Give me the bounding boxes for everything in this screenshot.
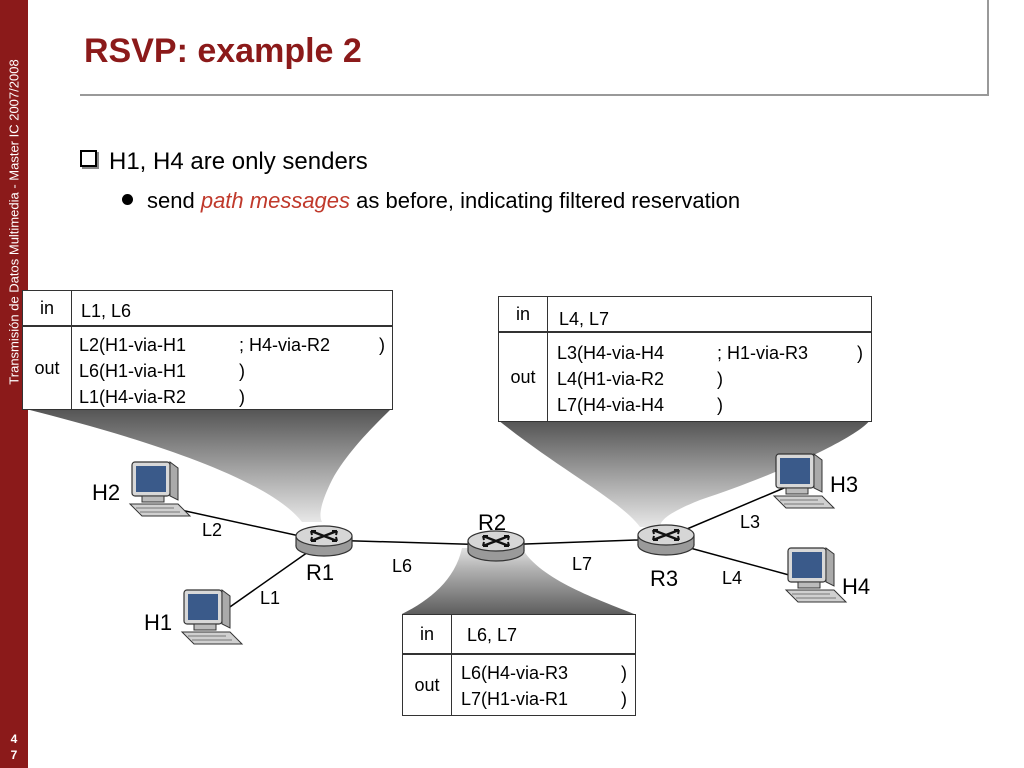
- table-r2-out-label: out: [403, 655, 452, 715]
- table-r2-out-line: ): [621, 689, 627, 709]
- table-r3-in-label: in: [499, 297, 548, 331]
- bullet2-highlight: path messages: [200, 188, 351, 213]
- bullet-senders: H1, H4 are only senders: [80, 148, 368, 176]
- funnel-r2: [402, 548, 634, 614]
- slide-number-digit-1: 4: [10, 732, 18, 746]
- table-r1-out-label: out: [23, 327, 72, 409]
- table-r2-in-value: L6, L7: [467, 625, 518, 645]
- host-h4-label: H4: [842, 574, 871, 599]
- bullet-senders-text: H1, H4 are only senders: [109, 148, 368, 175]
- router-r3-icon: [636, 523, 696, 557]
- dot-bullet-icon: [122, 194, 133, 205]
- router-r1-label: R1: [306, 560, 335, 585]
- table-r3-out-line: L3(H4-via-H4: [557, 343, 665, 363]
- link-l7-label: L7: [572, 554, 593, 574]
- table-r3-out-line: ): [717, 369, 723, 389]
- table-r3-out-line: ): [717, 395, 723, 415]
- table-r3-out-line: L7(H4-via-H4: [557, 395, 665, 415]
- funnel-r1: [22, 408, 392, 522]
- link-l1-label: L1: [260, 588, 281, 608]
- slide-title: RSVP: example 2: [84, 32, 362, 70]
- table-r2-in-row: in L6, L7: [403, 615, 635, 655]
- table-r2-out-row: out L6(H4-via-R3 ) L7(H1-via-R1 ): [403, 655, 635, 715]
- bullet2-post: as before, indicating filtered reservati…: [350, 188, 741, 213]
- table-r1-in-row: in L1, L6: [23, 291, 392, 327]
- router-r1-icon: [294, 524, 354, 558]
- table-r1-in-label: in: [23, 291, 72, 325]
- host-h1-label: H1: [144, 610, 173, 635]
- table-r3-in-row: in L4, L7: [499, 297, 871, 333]
- table-r2-out-line: L7(H1-via-R1: [461, 689, 569, 709]
- table-r3: in L4, L7 out L3(H4-via-H4 ; H1-via-R3 )…: [498, 296, 872, 422]
- table-r1-out-line: ): [239, 387, 245, 407]
- link-l6-label: L6: [392, 556, 413, 576]
- host-h2-icon: [129, 461, 191, 517]
- table-r1-out-row: out L2(H1-via-H1 ; H4-via-R2 ) L6(H1-via…: [23, 327, 392, 409]
- host-h4-icon: [785, 547, 847, 603]
- table-r1-out-line: ): [379, 335, 385, 355]
- link-l4-label: L4: [722, 568, 743, 588]
- host-h3-label: H3: [830, 472, 859, 497]
- table-r2-out-line: ): [621, 663, 627, 683]
- table-r3-out-row: out L3(H4-via-H4 ; H1-via-R3 ) L4(H1-via…: [499, 333, 871, 421]
- router-r3-label: R3: [650, 566, 679, 591]
- link-l3-label: L3: [740, 512, 761, 532]
- table-r2-in-label: in: [403, 615, 452, 653]
- title-divider-vertical: [987, 0, 989, 96]
- title-divider: [80, 94, 988, 96]
- link-l2-label: L2: [202, 520, 223, 540]
- table-r1-out-line: L1(H4-via-R2: [79, 387, 187, 407]
- host-h2-label: H2: [92, 480, 121, 505]
- table-r2-out-line: L6(H4-via-R3: [461, 663, 569, 683]
- table-r1-out-line: L2(H1-via-H1: [79, 335, 187, 355]
- bullet2-pre: send: [147, 188, 201, 213]
- table-r1-out-line: ; H4-via-R2: [239, 335, 331, 355]
- checkbox-bullet-icon: [80, 150, 97, 167]
- host-h1-icon: [181, 589, 243, 645]
- slide-number-digit-2: 7: [10, 748, 18, 762]
- table-r3-out-line: ; H1-via-R3: [717, 343, 809, 363]
- router-r2-label: R2: [478, 510, 507, 535]
- table-r1-in-value: L1, L6: [81, 301, 132, 321]
- table-r2: in L6, L7 out L6(H4-via-R3 ) L7(H1-via-R…: [402, 614, 636, 716]
- table-r1-out-line: ): [239, 361, 245, 381]
- table-r3-out-line: ): [857, 343, 863, 363]
- table-r3-out-label: out: [499, 333, 548, 421]
- bullet-path-messages: send path messages as before, indicating…: [122, 188, 740, 214]
- table-r3-out-line: L4(H1-via-R2: [557, 369, 665, 389]
- table-r3-in-value: L4, L7: [559, 309, 610, 329]
- host-h3-icon: [773, 453, 835, 509]
- funnel-r3: [498, 420, 870, 527]
- table-r1-out-line: L6(H1-via-H1: [79, 361, 187, 381]
- table-r1: in L1, L6 out L2(H1-via-H1 ; H4-via-R2 )…: [22, 290, 393, 410]
